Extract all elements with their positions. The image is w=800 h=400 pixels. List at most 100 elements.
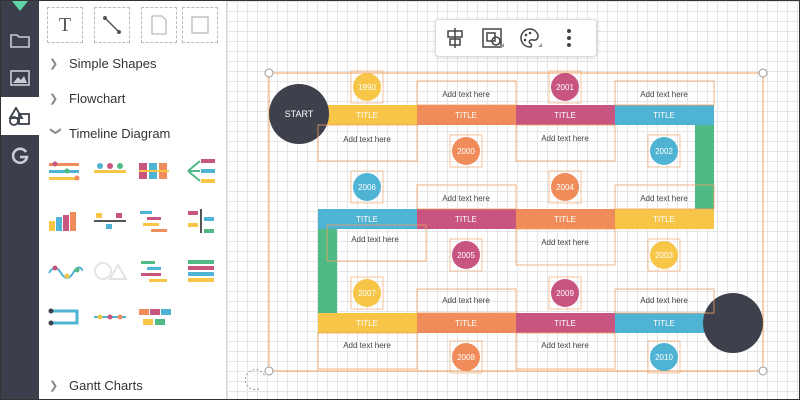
text-placeholder[interactable]: Add text here: [541, 134, 589, 143]
g-logo-icon[interactable]: [1, 137, 39, 175]
timeline-template-thumbnail[interactable]: [137, 303, 173, 331]
end-node[interactable]: [703, 293, 763, 353]
segment-title[interactable]: TITLE: [554, 319, 576, 328]
section-flowchart[interactable]: ❯ Flowchart: [49, 86, 125, 110]
timeline-template-thumbnail[interactable]: [47, 257, 83, 285]
timeline-template-thumbnail[interactable]: [184, 207, 220, 235]
year-bubble[interactable]: [353, 73, 381, 101]
year-bubble[interactable]: [551, 173, 579, 201]
text-placeholder[interactable]: Add text here: [343, 135, 391, 144]
timeline-template-thumbnail[interactable]: [184, 157, 220, 185]
timeline-segment[interactable]: [318, 105, 417, 125]
resize-handle[interactable]: [264, 366, 274, 376]
year-bubble[interactable]: [650, 137, 678, 165]
timeline-segment[interactable]: [516, 105, 615, 125]
timeline-segment[interactable]: [516, 313, 615, 333]
align-button[interactable]: [436, 19, 474, 57]
segment-title[interactable]: TITLE: [653, 215, 675, 224]
timeline-segment[interactable]: [318, 209, 417, 229]
timeline-segment[interactable]: [615, 313, 714, 333]
note-tool-button[interactable]: [141, 7, 177, 43]
shapes-icon[interactable]: [1, 97, 39, 135]
segment-title[interactable]: TITLE: [653, 319, 675, 328]
group-button[interactable]: [474, 19, 512, 57]
segment-title[interactable]: TITLE: [653, 111, 675, 120]
color-button[interactable]: [512, 19, 550, 57]
text-placeholder[interactable]: Add text here: [541, 341, 589, 350]
text-placeholder[interactable]: Add text here: [442, 194, 490, 203]
year-bubble[interactable]: [650, 343, 678, 371]
section-gantt-charts[interactable]: ❯ Gantt Charts: [49, 373, 143, 397]
timeline-segment[interactable]: [417, 105, 516, 125]
timeline-template-thumbnail[interactable]: [47, 157, 83, 185]
year-label: 2002: [655, 147, 673, 156]
segment-title[interactable]: TITLE: [455, 215, 477, 224]
timeline-template-thumbnail[interactable]: [137, 257, 173, 285]
segment-title[interactable]: TITLE: [455, 111, 477, 120]
segment-title[interactable]: TITLE: [554, 111, 576, 120]
section-simple-shapes[interactable]: ❯ Simple Shapes: [49, 51, 156, 75]
timeline-template-thumbnail[interactable]: [92, 157, 128, 185]
timeline-template-thumbnail[interactable]: [47, 303, 83, 331]
section-timeline-diagram[interactable]: ❯ Timeline Diagram: [49, 121, 171, 145]
context-toolbar: [435, 19, 597, 57]
timeline-template-thumbnail[interactable]: [137, 157, 173, 185]
timeline-template-thumbnail[interactable]: [137, 207, 173, 235]
timeline-diagram[interactable]: TITLE TITLE TITLE TITLE TITLE TITLE TITL…: [227, 1, 800, 400]
timeline-template-thumbnail[interactable]: [92, 303, 128, 331]
text-placeholder[interactable]: Add text here: [640, 296, 688, 305]
text-placeholder[interactable]: Add text here: [343, 341, 391, 350]
text-placeholder[interactable]: Add text here: [442, 90, 490, 99]
year-label: 2004: [556, 183, 574, 192]
year-bubble[interactable]: [551, 73, 579, 101]
line-tool-icon: [103, 16, 121, 34]
diagram-canvas[interactable]: TITLE TITLE TITLE TITLE TITLE TITLE TITL…: [227, 1, 800, 400]
year-bubble[interactable]: [353, 279, 381, 307]
rectangle-tool-button[interactable]: [182, 7, 218, 43]
year-bubble[interactable]: [452, 137, 480, 165]
year-bubble[interactable]: [452, 241, 480, 269]
text-placeholder[interactable]: Add text here: [351, 235, 399, 244]
timeline-template-thumbnail[interactable]: [92, 207, 128, 235]
timeline-template-thumbnail[interactable]: [184, 257, 220, 285]
resize-handle[interactable]: [758, 366, 768, 376]
timeline-segment[interactable]: [417, 209, 516, 229]
timeline-template-thumbnail[interactable]: [92, 257, 128, 285]
line-tool-button[interactable]: [94, 7, 130, 43]
segment-title[interactable]: TITLE: [554, 215, 576, 224]
year-label: 2003: [655, 251, 673, 260]
segment-title[interactable]: TITLE: [356, 319, 378, 328]
year-label: 2001: [556, 83, 574, 92]
text-tool-button[interactable]: T: [47, 7, 83, 43]
text-placeholder[interactable]: Add text here: [442, 296, 490, 305]
year-bubble[interactable]: [551, 279, 579, 307]
resize-handle[interactable]: [758, 68, 768, 78]
timeline-template-thumbnail[interactable]: [47, 207, 83, 235]
more-options-button[interactable]: [550, 19, 588, 57]
resize-handle[interactable]: [264, 68, 274, 78]
folder-icon[interactable]: [1, 21, 39, 59]
collapse-caret-icon[interactable]: [12, 1, 28, 11]
year-label: 2010: [655, 353, 673, 362]
text-placeholder[interactable]: Add text here: [640, 90, 688, 99]
year-bubble[interactable]: [353, 173, 381, 201]
chevron-right-icon: ❯: [49, 92, 59, 105]
segment-title[interactable]: TITLE: [455, 319, 477, 328]
image-icon[interactable]: [1, 59, 39, 97]
segment-title[interactable]: TITLE: [356, 111, 378, 120]
year-label: 2007: [358, 289, 376, 298]
start-node[interactable]: [269, 84, 329, 144]
chevron-right-icon: ❯: [49, 57, 59, 70]
timeline-segment[interactable]: [417, 313, 516, 333]
timeline-segment[interactable]: [615, 105, 714, 125]
rotate-handle-icon[interactable]: [244, 369, 266, 391]
year-label: 1990: [358, 83, 376, 92]
year-bubble[interactable]: [452, 343, 480, 371]
timeline-segment[interactable]: [615, 209, 714, 229]
year-bubble[interactable]: [650, 241, 678, 269]
segment-title[interactable]: TITLE: [356, 215, 378, 224]
text-placeholder[interactable]: Add text here: [640, 194, 688, 203]
timeline-segment[interactable]: [318, 313, 417, 333]
text-placeholder[interactable]: Add text here: [541, 238, 589, 247]
timeline-segment[interactable]: [516, 209, 615, 229]
